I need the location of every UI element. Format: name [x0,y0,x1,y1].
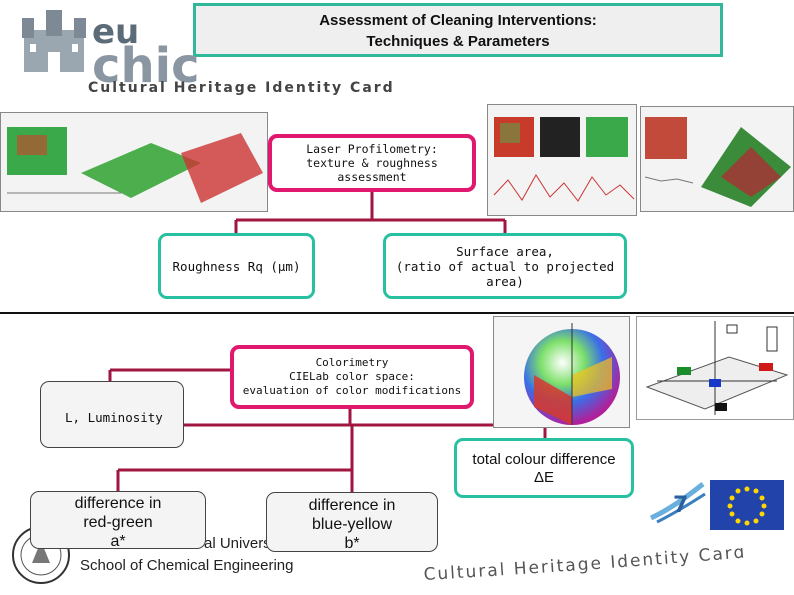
laser-profilometry-label: Laser Profilometry: texture & roughness … [306,142,438,184]
luminosity-label: L, Luminosity [65,410,163,425]
page-title: Assessment of Cleaning Interventions: Te… [193,3,723,57]
blue-yellow-label-3: b* [344,535,360,552]
roughness-plot-image [493,117,635,202]
cielab-sphere-image [493,316,630,428]
castle-icon [22,10,86,72]
eu-flag [710,480,784,530]
roughness-label: Roughness Rq (μm) [172,258,301,274]
profilometry-screenshot-left [0,112,268,212]
logo-eu: eu [92,12,140,52]
colorimetry-label-1: Colorimetry [315,356,389,369]
title-line-1: Assessment of Cleaning Interventions: [319,12,597,29]
fp7-logo: 7 [643,478,709,528]
blue-yellow-label-1: difference in [308,497,396,514]
curved-banner: Cultural Heritage Identity Card [420,542,790,588]
colorimetry-label-2: CIELab color space: [289,370,415,383]
total-colour-difference-label-2: ΔE [533,469,555,486]
surface-area-node: Surface area, (ratio of actual to projec… [383,233,627,299]
profilometry-screenshot-middle [487,104,637,216]
red-green-node: difference in red-green a* [30,491,206,549]
svg-text:7: 7 [673,493,688,518]
profilometry-screenshot-right [640,106,794,212]
luminosity-node: L, Luminosity [40,381,184,448]
section-divider [0,312,794,314]
roughness-node: Roughness Rq (μm) [158,233,315,299]
euchic-logo [18,8,390,100]
red-green-label-3: a* [110,533,126,549]
svg-text:Cultural Heritage Identity Car: Cultural Heritage Identity Card [423,548,747,585]
title-line-2: Techniques & Parameters [366,33,550,50]
surface-area-label-2: (ratio of actual to projected area) [395,258,615,289]
colorimetry-node: Colorimetry CIELab color space: evaluati… [230,345,474,409]
red-green-label-2: red-green [83,514,153,531]
lab-axes-icon [645,321,789,415]
cielab-axes-diagram [636,316,794,420]
blue-yellow-label-2: blue-yellow [311,516,393,533]
fp7-icon: 7 [649,482,706,524]
total-colour-difference-label-1: total colour difference [472,451,616,468]
eu-stars-icon [727,486,767,526]
curved-banner-text: Cultural Heritage Identity Card [423,542,747,585]
university-name: al Univers [204,535,271,552]
logo-chic: chic [92,38,200,94]
color-sphere-icon [524,323,620,425]
school-name: School of Chemical Engineering [80,557,294,574]
total-colour-difference-node: total colour difference ΔE [454,438,634,498]
colorimetry-label-3: evaluation of color modifications [242,384,462,397]
logo-strip: Cultural Heritage Identity Card [88,80,395,96]
profilometry-image [7,127,263,203]
surface-3d-image [644,117,791,207]
blue-yellow-node: difference in blue-yellow b* [266,492,438,552]
surface-area-label-1: Surface area, [456,243,554,259]
laser-profilometry-node: Laser Profilometry: texture & roughness … [268,134,476,192]
red-green-label-1: difference in [74,495,162,512]
